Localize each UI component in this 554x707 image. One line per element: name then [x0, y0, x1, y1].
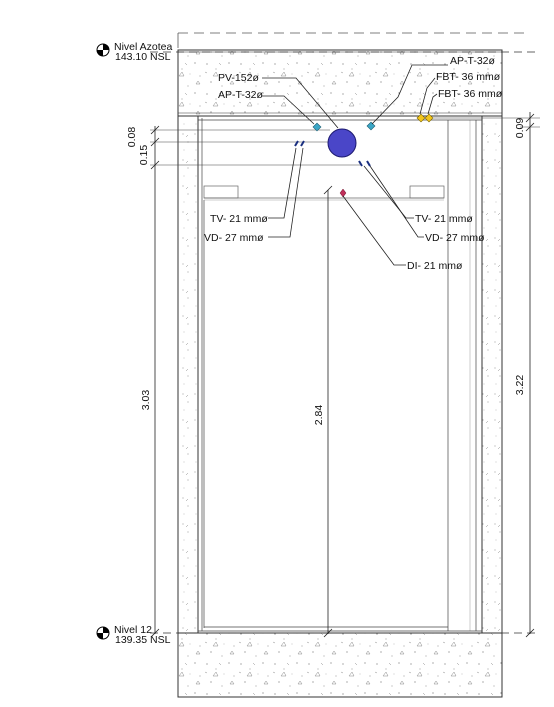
pipe-ap-t-32-right-icon [366, 121, 376, 131]
leader-di-21 [342, 195, 406, 266]
level-marker-icon [96, 626, 110, 640]
pipe-tv-vd-right-icon [358, 160, 371, 167]
right-wall [481, 115, 503, 634]
dim-left-small-b: 0.15 [138, 145, 150, 166]
label-vd-27-left: VD- 27 mmø [204, 232, 264, 244]
level-name-bottom: Nivel 12 [114, 624, 152, 636]
dim-right-small: 0.09 [514, 118, 526, 139]
level-elevation-bottom: 139.35 NSL [115, 634, 171, 646]
dim-left-small-a: 0.08 [126, 127, 138, 148]
leader-ap-t-32-right [371, 64, 448, 125]
leader-tv-left [268, 147, 297, 219]
leader-fbt-a [419, 77, 436, 115]
leader-fbt-b [427, 93, 438, 115]
leader-vd-left [268, 147, 304, 238]
label-ap-t-32-right: AP-T-32ø [450, 55, 496, 67]
pipe-ap-t-32-left-icon [312, 122, 322, 132]
dim-right-total: 3.22 [514, 375, 526, 396]
label-di-21: DI- 21 mmø [407, 260, 463, 272]
leader-pv-152 [262, 77, 339, 129]
leader-vd-right [369, 165, 424, 238]
pipe-tv-vd-left-icon [294, 140, 305, 147]
label-fbt-36-a: FBT- 36 mmø [436, 71, 501, 83]
leader-ap-t-32-left [262, 95, 315, 125]
level-marker-icon [96, 43, 110, 57]
pipe-di-21-icon [339, 188, 347, 198]
dim-left-total: 3.03 [140, 390, 152, 411]
pipe-pv-152 [327, 128, 357, 158]
label-tv-21-right: TV- 21 mmø [415, 213, 473, 225]
label-fbt-36-b: FBT- 36 mmø [438, 88, 503, 100]
dim-center-clear: 2.84 [313, 405, 325, 426]
bottom-slab [177, 632, 503, 698]
label-vd-27-right: VD- 27 mmø [425, 232, 485, 244]
top-slab [177, 49, 503, 117]
level-elevation-top: 143.10 NSL [115, 51, 171, 63]
pipe-fbt-36-icon [416, 113, 434, 123]
ceiling-end-left [203, 185, 239, 199]
label-pv-152: PV-152ø [218, 72, 259, 84]
label-tv-21-left: TV- 21 mmø [210, 213, 268, 225]
left-wall [177, 115, 199, 634]
label-ap-t-32-left: AP-T-32ø [218, 89, 264, 101]
leader-tv-right [363, 165, 414, 219]
level-name-top: Nivel Azotea [114, 41, 173, 53]
ceiling-end-right [409, 185, 445, 199]
